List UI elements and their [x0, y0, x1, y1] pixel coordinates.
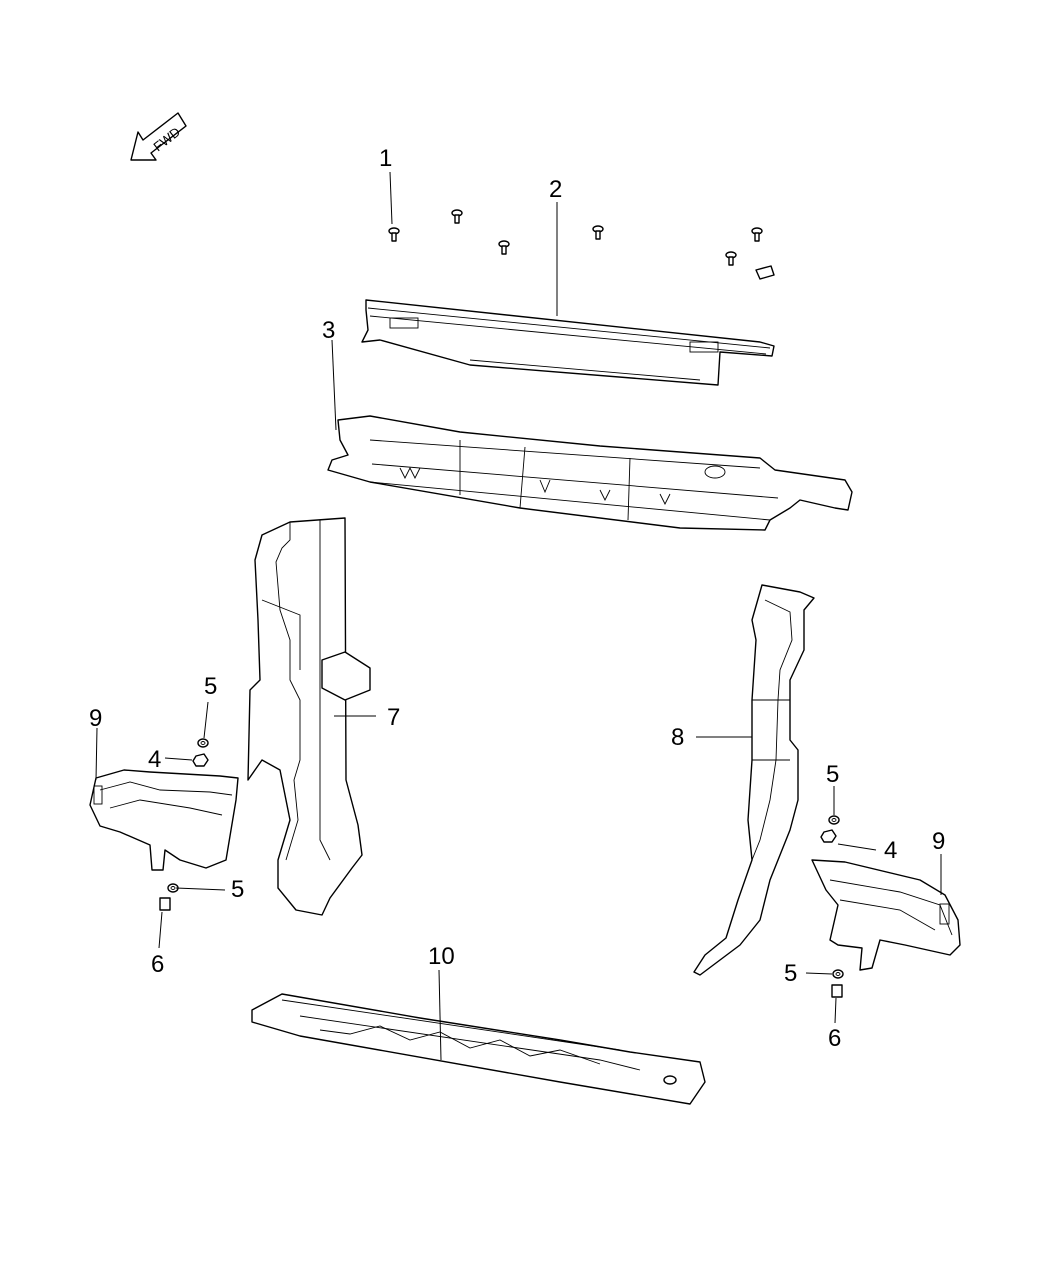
u-nut-icon	[159, 897, 171, 911]
left-duct-part-9	[89, 769, 239, 871]
callout-9: 9	[932, 828, 945, 855]
right-duct-part-9	[811, 859, 961, 971]
callout-5: 5	[204, 673, 217, 700]
washer-icon	[832, 969, 844, 979]
callout-4: 4	[148, 746, 161, 773]
u-nut-icon	[831, 984, 843, 998]
left-air-deflector-part-7	[247, 517, 371, 916]
washer-icon	[197, 738, 209, 748]
callout-1: 1	[379, 145, 392, 172]
callout-9: 9	[89, 705, 102, 732]
upper-crossmember-part-3	[327, 415, 853, 531]
washer-icon	[828, 815, 840, 825]
callout-6: 6	[151, 951, 164, 978]
callout-2: 2	[549, 176, 562, 203]
leader-lines	[95, 171, 942, 1061]
right-air-deflector-part-8	[693, 584, 815, 976]
push-pin-icon	[592, 225, 604, 240]
upper-seal-part-2	[361, 299, 775, 386]
lower-shield-part-10	[251, 993, 706, 1105]
forward-arrow-icon: FWD	[130, 112, 187, 161]
fastener-clips-part-1	[388, 209, 775, 280]
hardware-small-parts	[159, 738, 844, 998]
callout-10: 10	[428, 943, 455, 970]
callout-3: 3	[322, 317, 335, 344]
callout-5: 5	[826, 761, 839, 788]
push-pin-icon	[751, 227, 763, 242]
callout-labels: 1 2 3 5 9 4 7 5 6 8 5 4 9 5 6 10	[89, 145, 945, 1052]
nut-icon	[820, 829, 837, 843]
push-pin-icon	[498, 240, 510, 255]
callout-6: 6	[828, 1025, 841, 1052]
callout-4: 4	[884, 837, 897, 864]
clip-nut-icon	[755, 265, 775, 280]
callout-7: 7	[387, 704, 400, 731]
push-pin-icon	[388, 227, 400, 242]
callout-5: 5	[231, 876, 244, 903]
callout-5: 5	[784, 960, 797, 987]
push-pin-icon	[725, 251, 737, 266]
nut-icon	[192, 753, 209, 767]
push-pin-icon	[451, 209, 463, 224]
callout-8: 8	[671, 724, 684, 751]
